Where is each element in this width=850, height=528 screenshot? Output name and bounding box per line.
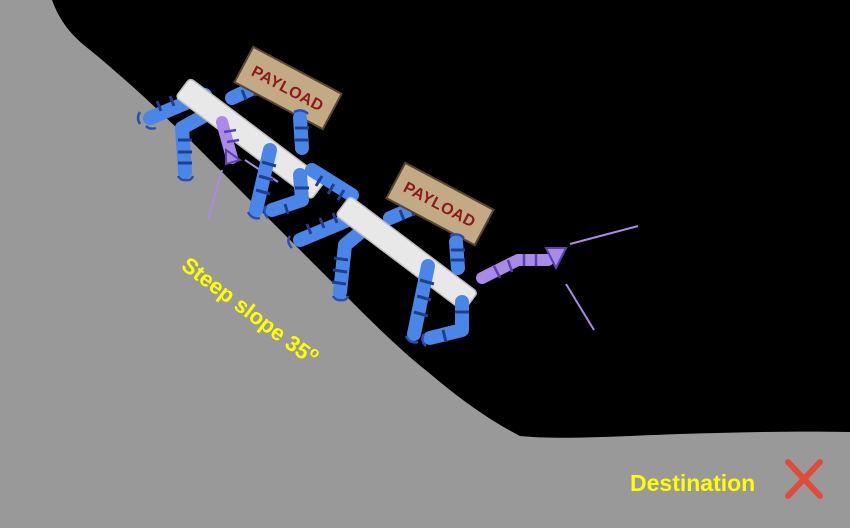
destination-label: Destination	[630, 470, 755, 496]
robot-2-antenna	[476, 225, 639, 331]
robot-1-antenna	[207, 116, 279, 221]
robot-1-leg-mid-1	[246, 143, 277, 220]
robot-1: PAYLOAD	[136, 45, 359, 221]
cross-icon	[785, 459, 823, 499]
robot-1-leg-back-top	[293, 109, 309, 155]
robot-1-leg-rear	[305, 163, 359, 202]
robot-2-payload: PAYLOAD	[385, 161, 495, 247]
robot-2-leg-back-top	[449, 233, 465, 275]
robot-1-body	[176, 78, 325, 199]
robot-2-leg-mid-2	[421, 295, 469, 347]
robot-2-body	[336, 196, 477, 311]
robot-1-leg-mid-2	[263, 168, 309, 219]
robot-2-leg-mid-1	[404, 259, 435, 344]
robot-2-leg-front-2	[331, 219, 375, 302]
robot-1-payload: PAYLOAD	[233, 45, 343, 131]
robot-2: PAYLOAD	[287, 161, 639, 347]
